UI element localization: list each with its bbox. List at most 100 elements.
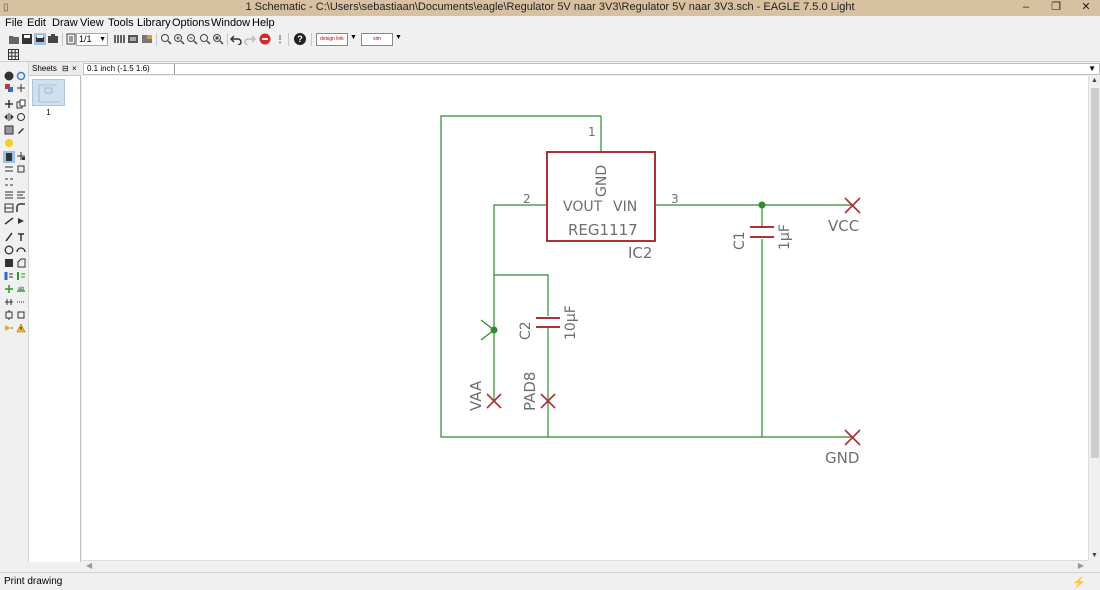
chevron-down-icon[interactable]: ▼ xyxy=(1088,64,1096,73)
rotate-icon[interactable] xyxy=(16,112,26,122)
add-icon[interactable] xyxy=(16,151,26,161)
rect-icon[interactable] xyxy=(4,258,14,268)
redo-icon[interactable] xyxy=(244,33,256,45)
wire-vout[interactable] xyxy=(493,204,548,401)
label-icon[interactable]: ab xyxy=(16,284,26,294)
sheet-thumbnail[interactable] xyxy=(32,79,65,106)
delete-icon[interactable] xyxy=(3,151,15,163)
change-icon[interactable] xyxy=(16,125,26,135)
arc-icon[interactable] xyxy=(16,245,26,255)
junction-dot[interactable] xyxy=(758,201,766,209)
save-icon[interactable] xyxy=(21,33,33,45)
junction-dot[interactable] xyxy=(490,326,498,334)
mark-icon[interactable] xyxy=(16,83,26,93)
warning-icon[interactable] xyxy=(16,323,26,333)
move-icon[interactable] xyxy=(4,99,14,109)
chevron-down-icon[interactable]: ▼ xyxy=(395,34,402,41)
command-input[interactable] xyxy=(174,64,1094,74)
circle-icon[interactable] xyxy=(4,245,14,255)
layers-icon[interactable] xyxy=(127,33,139,45)
menu-edit[interactable]: Edit xyxy=(27,17,46,29)
invoke-icon[interactable] xyxy=(16,216,26,226)
sheet-number[interactable]: 1 xyxy=(46,108,51,117)
show-icon[interactable] xyxy=(16,71,26,81)
group-icon[interactable] xyxy=(4,125,14,135)
polygon-icon[interactable] xyxy=(16,258,26,268)
wire-c2-top[interactable] xyxy=(494,274,549,316)
grid-icon[interactable] xyxy=(113,33,125,45)
zoom-in-icon[interactable] xyxy=(173,33,185,45)
open-icon[interactable] xyxy=(8,33,20,45)
mirror-icon[interactable] xyxy=(4,112,14,122)
name-icon[interactable] xyxy=(4,190,14,200)
ic-body[interactable] xyxy=(546,151,656,242)
menu-view[interactable]: View xyxy=(80,17,104,29)
schematic-canvas[interactable]: VOUT VIN GND REG1117 IC2 1 2 3 C1 1µF C2… xyxy=(82,76,1088,560)
value-icon[interactable] xyxy=(16,190,26,200)
bus-icon[interactable] xyxy=(4,271,14,281)
zoom-fit-icon[interactable] xyxy=(160,33,172,45)
wire-icon[interactable] xyxy=(4,232,14,242)
scroll-down-icon[interactable]: ▼ xyxy=(1091,552,1098,559)
vcc-pad-marker[interactable] xyxy=(844,197,861,214)
net-icon[interactable] xyxy=(16,271,26,281)
zoom-out-icon[interactable] xyxy=(186,33,198,45)
stop-icon[interactable] xyxy=(259,33,271,45)
help-icon[interactable]: ? xyxy=(294,33,306,45)
sheet-select[interactable]: 1/1 ▼ xyxy=(76,33,108,46)
close-button[interactable]: ✕ xyxy=(1081,1,1091,13)
paste-icon[interactable] xyxy=(4,138,14,148)
info-icon[interactable] xyxy=(4,71,14,81)
zoom-redraw-icon[interactable] xyxy=(199,33,211,45)
design-link-button[interactable]: design link xyxy=(316,33,348,46)
capacitor-c1-symbol[interactable] xyxy=(750,226,774,238)
menu-help[interactable]: Help xyxy=(252,17,275,29)
dimension-icon[interactable] xyxy=(16,297,26,307)
zoom-area-icon[interactable] xyxy=(212,33,224,45)
horizontal-scrollbar[interactable]: ◀ ▶ xyxy=(82,560,1088,572)
run-ulp-icon[interactable] xyxy=(4,323,14,333)
copy-icon[interactable] xyxy=(16,99,26,109)
close-icon[interactable]: × xyxy=(72,64,77,73)
app-icon[interactable]: ▯ xyxy=(3,2,9,13)
vertical-scrollbar[interactable]: ▲ ▼ xyxy=(1088,76,1100,560)
capacitor-c2-symbol[interactable] xyxy=(536,317,560,328)
pad8-marker[interactable] xyxy=(540,393,556,409)
menu-window[interactable]: Window xyxy=(211,17,251,29)
lightning-icon[interactable]: ⚡ xyxy=(1072,577,1086,589)
menu-file[interactable]: File xyxy=(5,17,23,29)
erc-icon[interactable] xyxy=(4,310,14,320)
display-icon[interactable] xyxy=(4,83,14,93)
pin-icon[interactable]: ⊟ xyxy=(62,64,69,73)
pinswap-icon[interactable] xyxy=(4,164,14,174)
frame-icon[interactable] xyxy=(16,310,26,320)
replace-icon[interactable] xyxy=(16,164,26,174)
sheet-icon[interactable] xyxy=(65,33,77,45)
gnd-pad-marker[interactable] xyxy=(844,429,861,446)
vaa-pad-marker[interactable] xyxy=(486,393,502,409)
menu-tools[interactable]: Tools xyxy=(108,17,134,29)
sim-button[interactable]: sim xyxy=(361,33,393,46)
minimize-button[interactable]: – xyxy=(1022,1,1030,13)
junction-icon[interactable] xyxy=(4,284,14,294)
scroll-up-icon[interactable]: ▲ xyxy=(1091,77,1098,84)
split-icon[interactable] xyxy=(4,216,14,226)
maximize-button[interactable]: ❐ xyxy=(1051,1,1061,13)
scroll-left-icon[interactable]: ◀ xyxy=(86,561,93,570)
menu-options[interactable]: Options xyxy=(172,17,210,29)
wire-gnd-loop[interactable] xyxy=(440,115,853,438)
miter-icon[interactable] xyxy=(16,203,26,213)
grid-icon[interactable] xyxy=(8,49,19,60)
attribute-icon[interactable] xyxy=(4,297,14,307)
menu-library[interactable]: Library xyxy=(137,17,171,29)
schematic-drawing[interactable]: VOUT VIN GND REG1117 IC2 1 2 3 C1 1µF C2… xyxy=(82,76,1088,560)
go-icon[interactable] xyxy=(274,33,286,45)
cam-icon[interactable] xyxy=(47,33,59,45)
smash-icon[interactable] xyxy=(4,203,14,213)
scroll-right-icon[interactable]: ▶ xyxy=(1077,561,1084,570)
undo-icon[interactable] xyxy=(230,33,242,45)
chevron-down-icon[interactable]: ▼ xyxy=(350,34,357,41)
menu-draw[interactable]: Draw xyxy=(52,17,78,29)
scroll-thumb[interactable] xyxy=(1091,88,1099,458)
gateswap-icon[interactable] xyxy=(4,177,14,187)
